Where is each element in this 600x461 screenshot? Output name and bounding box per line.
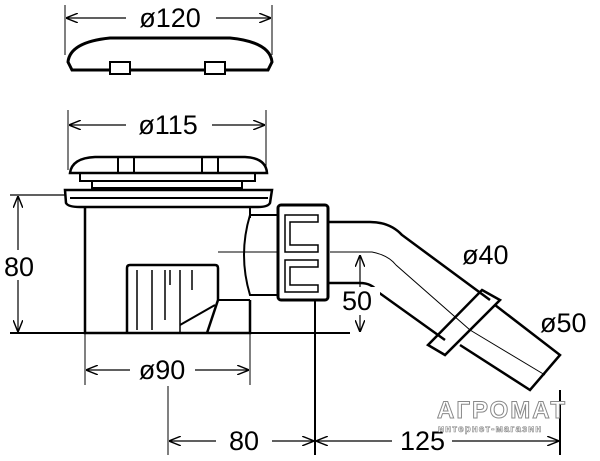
drain-body: [83, 207, 279, 335]
strainer: [63, 110, 274, 209]
label-outlet-40: ø40: [462, 240, 509, 270]
label-outlet-offset: 80: [229, 426, 259, 456]
label-body-diameter: ø90: [139, 355, 186, 385]
label-height: 80: [4, 252, 34, 282]
watermark-brand: АГРОМАТ: [437, 397, 567, 424]
label-outlet-length: 125: [400, 426, 445, 456]
label-cover-diameter: ø120: [139, 3, 201, 33]
watermark-subtitle: интернет-магазин: [438, 424, 542, 435]
cover-plate: [64, 5, 274, 75]
label-strainer-diameter: ø115: [138, 110, 198, 140]
label-outlet-height: 50: [342, 286, 372, 316]
union-nut: [276, 203, 330, 302]
label-outlet-50: ø50: [540, 308, 587, 338]
